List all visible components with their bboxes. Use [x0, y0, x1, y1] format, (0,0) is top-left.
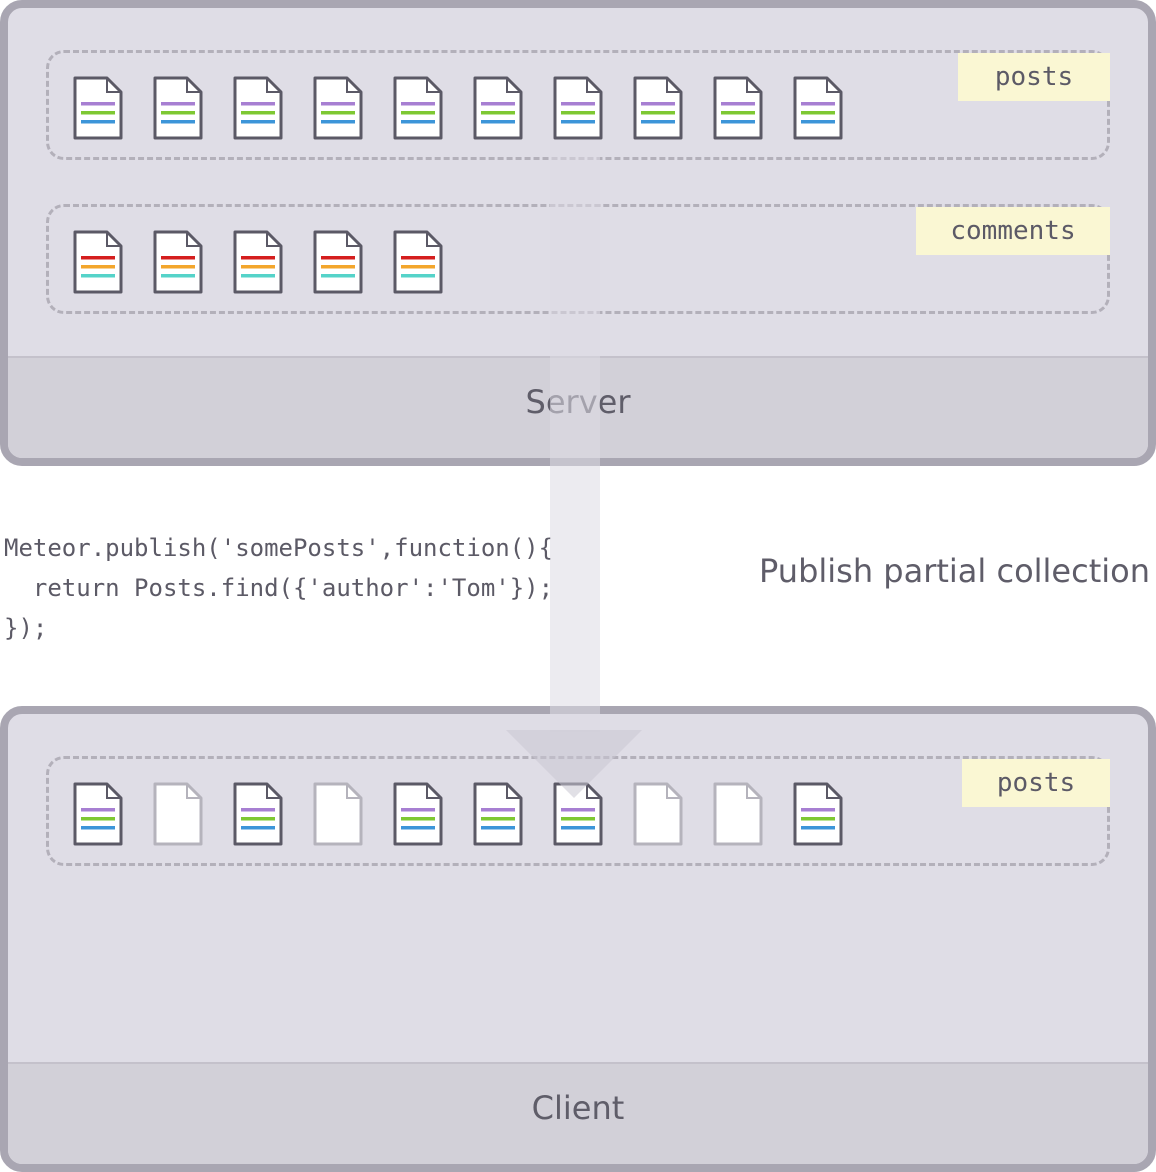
document-icon: [312, 75, 364, 141]
code-line: Meteor.publish('somePosts',function(){: [4, 534, 554, 562]
client-panel: posts Client: [0, 706, 1156, 1172]
server-panel: posts comments Server: [0, 0, 1156, 466]
document-icon: [632, 75, 684, 141]
empty-document-icon: [152, 781, 204, 847]
document-icon: [712, 75, 764, 141]
empty-document-icon: [632, 781, 684, 847]
document-icon: [72, 75, 124, 141]
document-icon: [152, 229, 204, 295]
client-footer: Client: [8, 1062, 1148, 1164]
client-label: Client: [531, 1089, 625, 1127]
document-icon: [472, 781, 524, 847]
collection-tag: posts: [962, 759, 1110, 807]
document-icon: [232, 75, 284, 141]
caption: Publish partial collection: [759, 552, 1150, 590]
document-icon: [792, 75, 844, 141]
collection-tag: comments: [916, 207, 1110, 255]
code-line: });: [4, 614, 48, 642]
server-posts-collection: posts: [46, 50, 1110, 160]
server-label: Server: [525, 383, 631, 421]
empty-document-icon: [312, 781, 364, 847]
document-icon: [392, 75, 444, 141]
collection-tag: posts: [958, 53, 1110, 101]
document-icon: [312, 229, 364, 295]
server-footer: Server: [8, 356, 1148, 458]
document-icon: [552, 781, 604, 847]
server-comments-collection: comments: [46, 204, 1110, 314]
code-line: return Posts.find({'author':'Tom'});: [4, 574, 554, 602]
document-icon: [472, 75, 524, 141]
client-posts-collection: posts: [46, 756, 1110, 866]
document-icon: [392, 229, 444, 295]
document-icon: [232, 781, 284, 847]
publish-code: Meteor.publish('somePosts',function(){ r…: [4, 528, 553, 648]
document-icon: [392, 781, 444, 847]
empty-document-icon: [712, 781, 764, 847]
document-icon: [232, 229, 284, 295]
document-icon: [72, 781, 124, 847]
document-icon: [72, 229, 124, 295]
document-icon: [552, 75, 604, 141]
document-icon: [152, 75, 204, 141]
document-icon: [792, 781, 844, 847]
